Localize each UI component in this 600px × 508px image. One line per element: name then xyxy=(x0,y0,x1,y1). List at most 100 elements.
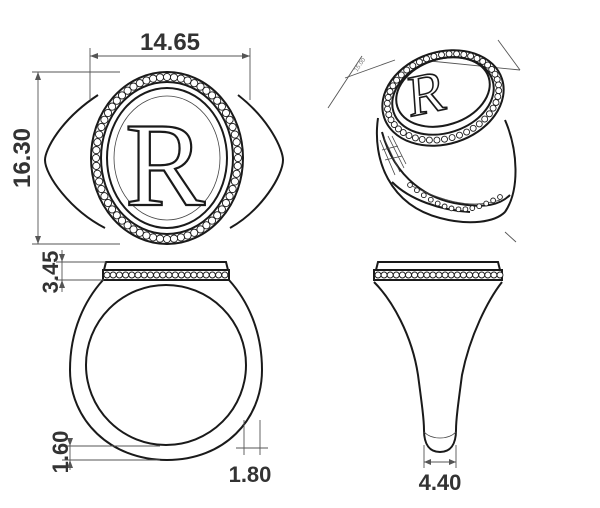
pave-bead xyxy=(448,134,456,142)
pave-bead xyxy=(103,108,113,118)
pave-bead xyxy=(385,111,393,119)
pave-bead xyxy=(392,271,400,279)
pave-bead xyxy=(202,86,211,95)
pave-bead xyxy=(495,81,502,89)
pave-bead xyxy=(417,271,425,279)
pave-bead xyxy=(411,134,419,142)
side-view-pave-beads xyxy=(374,271,504,279)
pave-bead xyxy=(92,161,101,170)
perspective-face xyxy=(395,56,491,128)
pave-bead xyxy=(488,65,496,73)
pave-bead xyxy=(483,200,490,207)
pave-bead xyxy=(93,169,102,178)
dimension-side-bottom: 4.40 xyxy=(419,445,462,495)
pave-bead xyxy=(128,271,136,279)
pave-bead xyxy=(466,271,473,279)
pave-bead xyxy=(453,271,461,279)
pave-bead xyxy=(232,169,241,178)
front-view xyxy=(68,261,264,462)
pave-bead xyxy=(162,72,172,82)
dimension-top-height: 16.30 xyxy=(9,71,120,245)
pave-bead xyxy=(184,271,192,279)
pave-bead xyxy=(221,198,231,208)
pave-bead xyxy=(208,271,216,279)
pave-bead xyxy=(153,271,161,279)
pave-bead xyxy=(135,79,144,88)
pave-bead xyxy=(228,122,237,132)
pave-bead xyxy=(469,124,477,132)
pave-bead xyxy=(429,271,437,279)
dimension-shank-bottom-label: 1.60 xyxy=(48,431,73,474)
pave-bead xyxy=(473,54,481,62)
pave-bead xyxy=(448,205,455,212)
pave-bead xyxy=(142,231,151,240)
pave-bead xyxy=(135,228,144,237)
pave-bead xyxy=(462,206,469,213)
pave-bead xyxy=(475,120,483,128)
pave-bead xyxy=(149,233,158,242)
pave-bead xyxy=(472,271,480,279)
dimension-top-height-label: 16.30 xyxy=(9,128,36,188)
side-view-shank xyxy=(373,281,503,454)
pave-bead xyxy=(183,76,192,85)
side-view xyxy=(373,261,504,454)
perspective-pave-beads xyxy=(383,50,503,144)
pave-bead xyxy=(390,121,398,129)
pave-bead xyxy=(414,187,420,194)
pave-bead xyxy=(142,76,151,85)
pave-bead xyxy=(427,196,434,203)
top-view: R xyxy=(43,71,285,245)
pave-bead xyxy=(117,91,127,100)
pave-bead xyxy=(230,177,239,186)
pave-bead xyxy=(97,122,106,132)
pave-bead xyxy=(389,82,397,90)
dimension-side-bottom-label: 4.40 xyxy=(419,470,462,495)
pave-bead xyxy=(484,61,492,69)
pave-bead xyxy=(476,203,483,210)
pave-bead xyxy=(384,93,392,101)
pave-bead xyxy=(215,271,223,279)
pave-bead xyxy=(460,51,468,59)
pave-bead xyxy=(411,271,419,279)
pave-bead xyxy=(374,271,382,279)
pave-bead xyxy=(115,271,123,279)
pave-bead xyxy=(176,74,185,83)
pave-bead xyxy=(225,192,234,201)
top-view-pave-beads xyxy=(91,72,243,244)
pave-bead xyxy=(418,135,426,143)
perspective-shank-edge xyxy=(391,181,471,213)
pave-bead xyxy=(190,271,198,279)
pave-bead xyxy=(169,73,179,82)
pave-bead xyxy=(490,271,498,279)
pave-bead xyxy=(469,205,476,211)
dimension-shank-width: 1.80 xyxy=(229,420,271,487)
pave-bead xyxy=(492,99,500,106)
pave-bead xyxy=(445,50,453,58)
front-view-top-plate xyxy=(102,261,230,271)
pave-bead xyxy=(230,130,239,139)
pave-bead xyxy=(233,146,242,155)
pave-bead xyxy=(122,271,130,279)
pave-bead xyxy=(409,62,417,70)
front-view-shank-outer xyxy=(68,279,264,462)
pave-bead xyxy=(397,71,405,79)
pave-bead xyxy=(490,197,496,204)
pave-bead xyxy=(496,271,504,279)
pave-bead xyxy=(456,131,463,139)
front-view-pave-beads xyxy=(103,271,229,279)
pave-bead xyxy=(484,271,492,279)
pave-bead xyxy=(233,153,243,163)
pave-bead xyxy=(434,200,441,207)
pave-bead xyxy=(177,271,185,279)
pave-bead xyxy=(123,221,132,230)
pave-bead xyxy=(380,271,388,279)
pave-bead xyxy=(481,115,489,123)
pave-bead xyxy=(384,105,391,113)
dimension-halo-height-label: 3.45 xyxy=(38,251,63,294)
pave-bead xyxy=(425,136,433,144)
pave-bead xyxy=(494,93,502,101)
top-view-shoulders xyxy=(43,94,285,229)
pave-bead xyxy=(103,271,111,279)
pave-bead xyxy=(233,161,242,170)
